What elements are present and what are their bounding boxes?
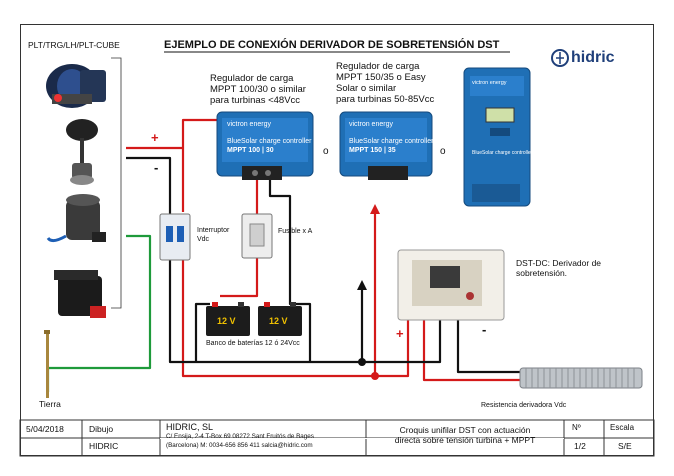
battery-1-voltage: 12 V	[217, 316, 236, 326]
resistor-icon	[519, 367, 643, 389]
resistor-label: Resistencia derivadora Vdc	[481, 402, 567, 409]
tb-author: HIDRIC	[89, 441, 119, 451]
tb-no-label: Nº	[572, 423, 581, 432]
wire-negative-battery2	[194, 302, 210, 362]
dst-label-line: sobretensión.	[516, 268, 568, 278]
hidric-logo-icon	[551, 49, 569, 67]
regulator-2-line: Regulador de carga	[336, 61, 420, 72]
bluesolar-large-device	[463, 67, 531, 207]
device3-brand: victron energy	[472, 80, 507, 86]
dst-plus-sign: +	[396, 326, 404, 341]
ground-label: Tierra	[39, 399, 61, 409]
tb-address-1: C/ Ensija, 2-4 T-Box 69 08272 Sant Fruit…	[166, 433, 314, 440]
battery-bank-label: Banco de baterías 12 ó 24Vcc	[206, 340, 300, 347]
model-list-label: PLT/TRG/LH/PLT-CUBE	[28, 40, 120, 50]
wire-resistor-black	[456, 316, 598, 374]
dst-label: DST-DC: Derivador de sobretensión.	[516, 258, 601, 278]
regulator-1-label: Regulador de carga MPPT 100/30 o similar…	[210, 73, 306, 106]
tb-address-2: (Barcelona) M: 0034-656 856 411 salcia@h…	[166, 442, 313, 449]
turbine-plus-sign: +	[151, 130, 159, 145]
dst-label-line: DST-DC: Derivador de	[516, 258, 602, 268]
wire-negative-dst	[362, 316, 442, 364]
or-label-1: o	[323, 146, 329, 157]
tb-description-line: Croquis unifilar DST con actuación	[399, 425, 531, 435]
device1-model: MPPT 100 | 30	[227, 147, 274, 154]
title-block-cover2	[366, 438, 564, 439]
tb-scale-label: Escala	[610, 423, 635, 432]
wire-positive-fuse	[220, 180, 259, 298]
turbine-plt-icon	[46, 64, 106, 108]
arrow-up-red	[370, 204, 380, 214]
wire-negative-main	[168, 258, 364, 364]
mppt-100-30-device	[216, 111, 314, 180]
battery-1-icon	[206, 302, 250, 336]
device1-brand: victron energy	[227, 121, 271, 128]
fuse-holder-icon	[241, 213, 273, 259]
title-block-cover	[160, 438, 366, 439]
dst-device-icon	[397, 249, 505, 321]
regulator-2-line: MPPT 150/35 o Easy	[336, 72, 426, 83]
wire-negative-turbine	[126, 156, 172, 214]
turbine-lh-icon	[46, 194, 106, 243]
turbine-minus-sign: -	[154, 160, 159, 175]
breaker-label: Interruptor Vdc	[197, 227, 230, 243]
device2-model: MPPT 150 | 35	[349, 147, 396, 154]
junction-negative	[358, 358, 366, 366]
regulator-2-label: Regulador de carga MPPT 150/35 o Easy So…	[336, 61, 434, 105]
battery-2-voltage: 12 V	[269, 316, 288, 326]
device3-name: BlueSolar charge controller	[472, 150, 533, 156]
ground-rod-icon	[44, 330, 50, 398]
regulator-1-line: Regulador de carga	[210, 73, 294, 84]
tb-dibujo-label: Dibujo	[89, 424, 114, 434]
fuse-label: Fusible x A	[278, 228, 313, 235]
or-label-2: o	[440, 146, 446, 157]
tb-description: Croquis unifilar DST con actuación direc…	[380, 425, 550, 445]
tb-no-value: 1/2	[574, 441, 586, 451]
wire-negative-battery	[268, 180, 312, 362]
turbine-trg-icon	[66, 119, 98, 185]
dst-minus-sign: -	[482, 322, 487, 337]
tb-description-line: directa sobre tensión turbina + MPPT	[394, 435, 536, 445]
regulator-1-line: MPPT 100/30 o similar	[210, 84, 306, 95]
device1-name: BlueSolar charge controller	[227, 138, 312, 145]
junction-positive	[371, 372, 379, 380]
tb-company: HIDRIC, SL	[166, 422, 214, 432]
arrow-up-black	[357, 280, 367, 290]
device2-name: BlueSolar charge controller	[349, 138, 434, 145]
logo-text: hidric	[571, 49, 615, 66]
battery-2-icon	[258, 302, 302, 336]
tb-date: 5/04/2018	[26, 424, 64, 434]
regulator-1-line: para turbinas <48Vcc	[210, 95, 301, 106]
model-bracket	[111, 57, 122, 309]
breaker-icon	[159, 213, 191, 261]
device2-brand: victron energy	[349, 121, 393, 128]
page-title: EJEMPLO DE CONEXIÓN DERIVADOR DE SOBRETE…	[164, 39, 500, 51]
mppt-150-35-device	[339, 111, 433, 180]
tb-scale-value: S/E	[618, 441, 632, 451]
wire-positive-to-dst	[375, 316, 410, 378]
regulator-2-line: Solar o similar	[336, 83, 397, 94]
turbine-cube-icon	[54, 270, 106, 318]
regulator-2-line: para turbinas 50-85Vcc	[336, 94, 435, 105]
